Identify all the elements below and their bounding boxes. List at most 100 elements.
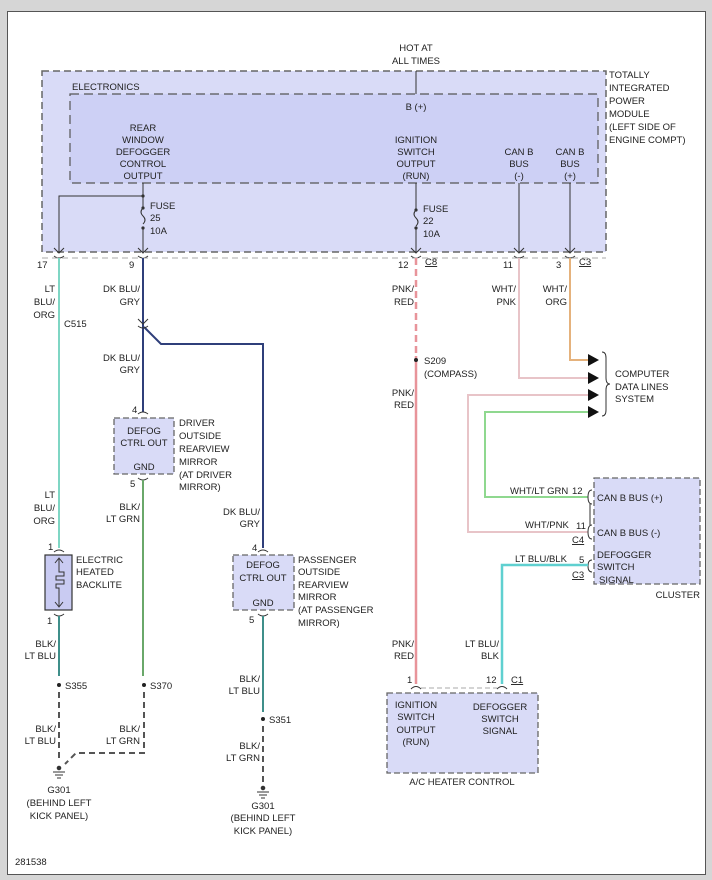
data-line-arrows	[588, 354, 599, 418]
tipm-connector-marks	[53, 247, 576, 259]
svg-text:MIRROR: MIRROR	[179, 457, 218, 468]
svg-text:REARVIEW: REARVIEW	[298, 580, 349, 591]
svg-text:OUTPUT: OUTPUT	[396, 159, 435, 170]
wire-label-blk-lt-blu-1: BLK/ LT BLU	[25, 639, 57, 662]
hot-label-2: ALL TIMES	[392, 56, 440, 67]
svg-text:PASSENGER: PASSENGER	[298, 555, 357, 566]
svg-text:LT BLU: LT BLU	[25, 651, 56, 662]
svg-text:25: 25	[150, 213, 161, 224]
svg-text:TOTALLY: TOTALLY	[609, 70, 650, 81]
svg-text:FUSE: FUSE	[150, 201, 175, 212]
svg-text:LT: LT	[45, 284, 56, 295]
ground-g301-left: G301 (BEHIND LEFT KICK PANEL)	[27, 785, 92, 822]
svg-text:LT: LT	[45, 490, 56, 501]
wire-label-lt-blu-org-1: LT BLU/ ORG	[33, 284, 55, 321]
svg-text:ORG: ORG	[33, 310, 55, 321]
ac-heater-name: A/C HEATER CONTROL	[409, 777, 514, 788]
wire-label-blk-lt-grn-2: BLK/ LT GRN	[106, 724, 140, 747]
pin-dm5: 5	[130, 479, 135, 490]
svg-text:MODULE: MODULE	[609, 109, 650, 120]
svg-text:RED: RED	[394, 297, 414, 308]
svg-text:PNK/: PNK/	[392, 639, 415, 650]
svg-text:SWITCH: SWITCH	[597, 562, 635, 573]
cluster-name: CLUSTER	[656, 590, 700, 601]
fuse-25-label: FUSE 25 10A	[150, 201, 175, 237]
svg-text:BLK/: BLK/	[239, 674, 260, 685]
pin-cl12: 12	[572, 486, 583, 497]
connector-c4: C4	[572, 535, 584, 546]
dm-connector-top	[137, 411, 149, 415]
svg-text:LT GRN: LT GRN	[226, 753, 260, 764]
svg-text:(AT DRIVER: (AT DRIVER	[179, 470, 232, 481]
svg-text:SYSTEM: SYSTEM	[615, 394, 654, 405]
svg-text:CAN B: CAN B	[504, 147, 533, 158]
pin-11: 11	[503, 260, 513, 271]
svg-text:WINDOW: WINDOW	[122, 135, 164, 146]
svg-text:(+): (+)	[564, 171, 576, 182]
svg-text:DK BLU/: DK BLU/	[223, 507, 260, 518]
svg-text:KICK PANEL): KICK PANEL)	[30, 811, 88, 822]
can-minus-label: CAN B BUS (-)	[504, 147, 533, 182]
svg-text:CTRL OUT: CTRL OUT	[239, 573, 286, 584]
svg-text:POWER: POWER	[609, 96, 645, 107]
svg-text:PNK/: PNK/	[392, 388, 415, 399]
wire-label-lt-blu-blk-h: LT BLU/BLK	[515, 554, 568, 565]
bl-connector-bottom	[53, 613, 65, 617]
svg-text:SWITCH: SWITCH	[397, 712, 435, 723]
wire-label-wht-pnk: WHT/ PNK	[492, 284, 517, 308]
svg-text:ENGINE COMPT): ENGINE COMPT)	[609, 135, 686, 146]
splice-s370-dot	[142, 683, 146, 687]
wire-dk-blu-gry	[142, 258, 264, 548]
wire-label-blk-lt-grn-3: BLK/ LT GRN	[226, 741, 260, 764]
ignition-output-label: IGNITION SWITCH OUTPUT (RUN)	[395, 135, 437, 182]
wire-label-blk-lt-blu-2: BLK/ LT BLU	[25, 724, 57, 747]
cluster-can-plus: CAN B BUS (+)	[597, 493, 663, 504]
svg-text:BLK/: BLK/	[35, 724, 56, 735]
svg-text:MIRROR: MIRROR	[298, 592, 337, 603]
svg-text:(-): (-)	[514, 171, 524, 182]
connector-c3-top: C3	[579, 257, 591, 268]
wire-label-blk-lt-blu-3: BLK/ LT BLU	[229, 674, 261, 697]
pm-connector-top	[257, 549, 269, 553]
svg-text:GRY: GRY	[240, 519, 261, 530]
rear-defog-output-label: REAR WINDOW DEFOGGER CONTROL OUTPUT	[116, 123, 171, 182]
wire-label-dk-blu-gry-3: DK BLU/ GRY	[223, 507, 261, 530]
svg-text:REAR: REAR	[130, 123, 157, 134]
pm-connector-bottom	[257, 613, 269, 617]
svg-text:LT GRN: LT GRN	[106, 736, 140, 747]
passenger-mirror-box-text: DEFOG CTRL OUT GND	[239, 560, 286, 609]
passenger-mirror-name: PASSENGER OUTSIDE REARVIEW MIRROR (AT PA…	[298, 555, 374, 629]
ac-heater-module	[386, 692, 539, 774]
splice-s355: S355	[65, 681, 87, 692]
svg-text:SWITCH: SWITCH	[397, 147, 435, 158]
pin-dm4: 4	[132, 405, 137, 416]
svg-text:OUTSIDE: OUTSIDE	[298, 567, 340, 578]
wire-wht-pnk-cluster	[467, 394, 588, 533]
svg-text:ORG: ORG	[545, 297, 567, 308]
can-plus-label: CAN B BUS (+)	[555, 147, 584, 182]
svg-text:G301: G301	[47, 785, 70, 796]
pin-pm5: 5	[249, 615, 254, 626]
tipm-name: TOTALLY INTEGRATED POWER MODULE (LEFT SI…	[609, 70, 686, 146]
ground-g301-right: G301 (BEHIND LEFT KICK PANEL)	[231, 801, 296, 837]
svg-text:OUTPUT: OUTPUT	[123, 171, 162, 182]
svg-text:BLK/: BLK/	[35, 639, 56, 650]
backlite-name: ELECTRIC HEATED BACKLITE	[76, 555, 123, 591]
svg-text:BLK: BLK	[481, 651, 500, 662]
svg-text:BLK/: BLK/	[119, 724, 140, 735]
pin-cl5: 5	[579, 555, 584, 566]
splice-s355-dot	[57, 683, 61, 687]
svg-text:LT BLU: LT BLU	[25, 736, 56, 747]
svg-text:BLK/: BLK/	[119, 502, 140, 513]
svg-text:(COMPASS): (COMPASS)	[424, 369, 477, 380]
svg-text:FUSE: FUSE	[423, 204, 448, 215]
data-lines-brace	[601, 351, 611, 417]
connector-c8: C8	[425, 257, 437, 268]
wire-label-lt-blu-blk: LT BLU/ BLK	[465, 639, 500, 662]
ground-wires-left	[58, 692, 145, 765]
wire-label-wht-pnk-cluster: WHT/PNK	[525, 520, 569, 531]
svg-text:S209: S209	[424, 356, 446, 367]
ground-icon-left	[53, 765, 65, 779]
pin-9: 9	[129, 260, 134, 271]
svg-text:INTEGRATED: INTEGRATED	[609, 83, 670, 94]
